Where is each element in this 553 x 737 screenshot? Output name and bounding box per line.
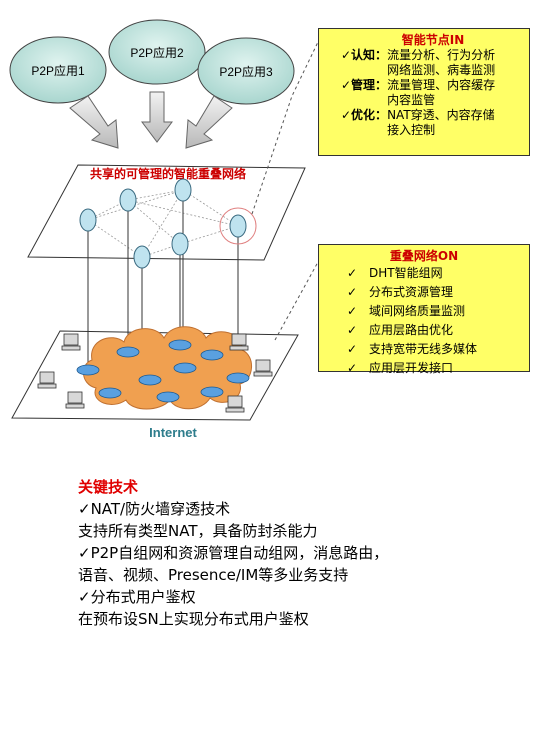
app-label-3: P2P应用3 (219, 64, 273, 79)
check-icon: ✓ (347, 323, 358, 337)
app-node-1: P2P应用1 (9, 36, 107, 104)
key-tech-line: ✓NAT/防火墙穿透技术 (78, 500, 231, 518)
overlay-network-title: 重叠网络ON (389, 249, 459, 263)
in-item-value: 流量管理、内容缓存 内容监管 (387, 78, 496, 107)
highlight-ring (219, 207, 257, 245)
on-item: ✓ 分布式资源管理 (319, 283, 529, 302)
key-tech-line: ✓分布式用户鉴权 (78, 588, 196, 606)
in-item-cognition: ✓认知： 流量分析、行为分析 网络监测、病毒监测 (341, 48, 525, 78)
key-tech-section: 关键技术 ✓NAT/防火墙穿透技术 支持所有类型NAT，具备防封杀能力 ✓P2P… (78, 476, 388, 630)
router-icons (76, 339, 250, 403)
check-icon: ✓ (347, 304, 358, 318)
app-label-2: P2P应用2 (130, 45, 184, 60)
on-item: ✓ 支持宽带无线多媒体 (319, 340, 529, 359)
on-item-label: 应用层开发接口 (369, 361, 454, 375)
on-item-label: 支持宽带无线多媒体 (369, 342, 478, 356)
on-item-label: 域间网络质量监测 (369, 304, 466, 318)
internet-label: Internet (149, 425, 197, 440)
computer-icons (37, 333, 273, 413)
on-item-label: 应用层路由优化 (369, 323, 454, 337)
down-arrow-icon (69, 91, 233, 149)
app-node-2: P2P应用2 (108, 19, 206, 85)
on-item: ✓ 域间网络质量监测 (319, 302, 529, 321)
check-icon: ✓ (347, 361, 358, 375)
key-tech-line: 支持所有类型NAT，具备防封杀能力 (78, 522, 318, 540)
callout-lines (251, 41, 319, 341)
key-tech-line: ✓P2P自组网和资源管理自动组网，消息路由， (78, 544, 389, 562)
on-item: ✓ DHT智能组网 (319, 264, 529, 283)
in-item-key: ✓优化： (341, 108, 388, 122)
check-icon: ✓ (347, 342, 358, 356)
in-item-value: NAT穿透、内容存储 接入控制 (387, 108, 495, 137)
overlay-network-panel: 重叠网络ON ✓ DHT智能组网 ✓ 分布式资源管理 ✓ 域间网络质量监测 ✓ 应用层路… (318, 244, 530, 375)
overlay-plane-label: 共享的可管理的智能重叠网络 (90, 166, 246, 181)
in-item-key: ✓认知： (341, 48, 388, 62)
on-item: ✓ 应用层路由优化 (319, 321, 529, 340)
key-tech-title: 关键技术 (78, 478, 139, 496)
check-icon: ✓ (347, 266, 358, 280)
app-label-1: P2P应用1 (31, 63, 85, 78)
key-tech-line: 在预布设SN上实现分布式用户鉴权 (78, 610, 309, 628)
on-item-label: 分布式资源管理 (369, 285, 454, 299)
app-node-3: P2P应用3 (197, 37, 295, 105)
network-diagram: P2P应用1 P2P应用2 P2P应用3 共享的可管理的智能重叠网络 (9, 19, 319, 440)
key-tech-line: 语音、视频、Presence/IM等多业务支持 (78, 566, 349, 584)
in-item-optimization: ✓优化： NAT穿透、内容存储 接入控制 (341, 108, 525, 138)
overlay-nodes (79, 178, 247, 269)
in-item-management: ✓管理： 流量管理、内容缓存 内容监管 (341, 78, 525, 108)
intelligent-node-title: 智能节点IN (401, 33, 465, 47)
on-item: ✓ 应用层开发接口 (319, 359, 529, 378)
in-item-value: 流量分析、行为分析 网络监测、病毒监测 (387, 48, 496, 77)
in-item-key: ✓管理： (341, 78, 388, 92)
on-item-label: DHT智能组网 (369, 266, 443, 280)
intelligent-node-panel: 智能节点IN ✓认知： 流量分析、行为分析 网络监测、病毒监测 ✓管理： 流量管… (318, 28, 530, 156)
check-icon: ✓ (347, 285, 358, 299)
